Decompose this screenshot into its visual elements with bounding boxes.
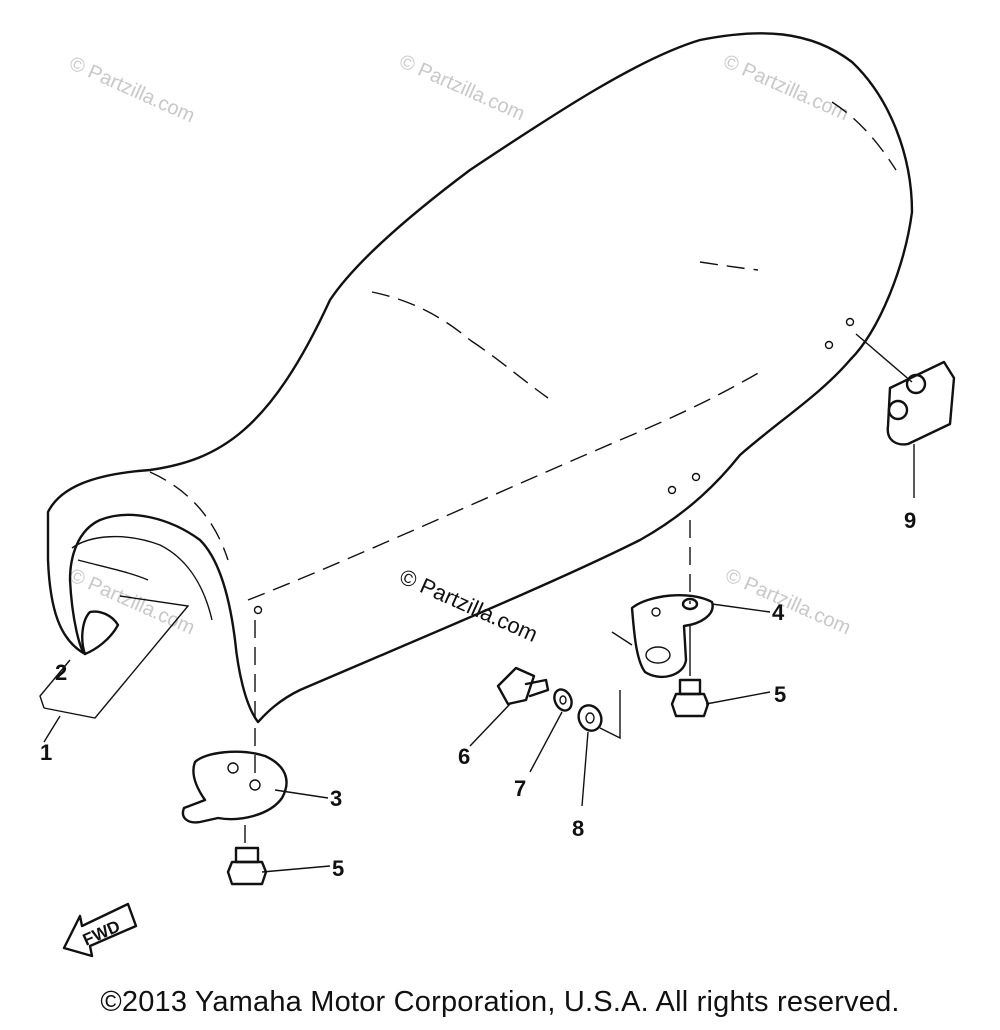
- mount-hole-side-2: [691, 472, 701, 482]
- bracket-3-hole-1: [227, 762, 239, 774]
- fwd-arrow: FWD: [62, 902, 138, 958]
- watermark-center: © Partzilla.com: [396, 564, 542, 647]
- seat-pleat-2: [469, 339, 549, 399]
- leader-axis-8: [599, 690, 621, 740]
- bracket-4: [630, 593, 714, 679]
- seat: [46, 32, 914, 724]
- bracket-4-slot: [645, 646, 671, 664]
- leader-3: [274, 789, 329, 799]
- callout-4: 4: [772, 600, 785, 625]
- copyright-notice: ©2013 Yamaha Motor Corporation, U.S.A. A…: [100, 986, 900, 1018]
- bracket-9-nut-2: [887, 399, 909, 421]
- callout-5-front: 5: [332, 856, 344, 881]
- watermark-top-center: © Partzilla.com: [396, 50, 528, 125]
- parts-1-2: 1 2: [39, 595, 190, 765]
- mount-hole-rear-2: [845, 317, 855, 327]
- mount-hole-rear-1: [824, 340, 834, 350]
- seat-front-lip: [81, 610, 120, 656]
- leader-rear-axis: [855, 333, 913, 383]
- leader-6: [469, 703, 511, 747]
- callout-7: 7: [514, 776, 526, 801]
- bracket-4-stud: [681, 597, 699, 611]
- washer-8-hole: [585, 712, 595, 724]
- watermark-top-right: © Partzilla.com: [720, 50, 852, 125]
- washer-7-hole: [559, 695, 567, 705]
- leader-part-1b: [43, 715, 61, 743]
- leader-4: [711, 603, 771, 613]
- bracket-9-nut-1: [905, 373, 927, 395]
- nut-5-front-shaft: [234, 846, 260, 864]
- seat-inner-edge: [77, 559, 149, 581]
- leader-part-2: [39, 659, 71, 709]
- watermarks: © Partzilla.com © Partzilla.com © Partzi…: [66, 50, 854, 646]
- watermark-top-left: © Partzilla.com: [66, 52, 198, 127]
- fwd-label: FWD: [80, 917, 123, 950]
- callout-1: 1: [40, 740, 52, 765]
- washer-7: [553, 688, 573, 712]
- leader-part-1: [43, 595, 190, 719]
- seat-pleat-3: [699, 261, 759, 271]
- parts-6-7-8: 6 7 8: [458, 666, 621, 841]
- fwd-arrow-outline: [62, 902, 138, 958]
- leader-seat-link: [611, 631, 633, 646]
- part-9-bracket: 9: [855, 333, 956, 533]
- bolt-6-shank: [524, 678, 550, 698]
- part-4-bracket: 4 5: [611, 520, 786, 718]
- leader-5-side: [705, 691, 771, 705]
- seat-rear-crease: [149, 471, 229, 561]
- callout-2: 2: [55, 660, 67, 685]
- callout-3: 3: [330, 786, 342, 811]
- nut-5-front: [226, 860, 268, 886]
- callout-5-side: 5: [774, 682, 786, 707]
- mount-hole-front: [253, 605, 263, 615]
- bracket-3-hole-2: [249, 779, 261, 791]
- seat-side-crease: [247, 371, 761, 601]
- leader-8: [581, 731, 589, 807]
- watermark-mid-right: © Partzilla.com: [722, 564, 854, 639]
- washer-8: [577, 704, 603, 732]
- watermark-mid-left: © Partzilla.com: [66, 564, 198, 639]
- seat-pleat-4: [831, 101, 897, 171]
- part-3-bracket: 3 5: [181, 620, 344, 886]
- callout-8: 8: [572, 816, 584, 841]
- leader-7: [529, 711, 563, 773]
- bracket-3: [181, 750, 288, 824]
- nut-5-side: [670, 692, 710, 718]
- seat-underside-edge: [71, 535, 213, 621]
- bolt-6-head: [496, 666, 536, 706]
- seat-pleat-1: [371, 291, 471, 341]
- callout-6: 6: [458, 744, 470, 769]
- seat-outline: [46, 32, 914, 724]
- nut-5-side-shaft: [678, 678, 702, 696]
- mount-hole-side-1: [667, 485, 677, 495]
- bracket-9: [886, 360, 956, 446]
- callout-9: 9: [904, 508, 916, 533]
- bracket-4-hole: [651, 607, 661, 617]
- leader-5-front: [261, 865, 331, 873]
